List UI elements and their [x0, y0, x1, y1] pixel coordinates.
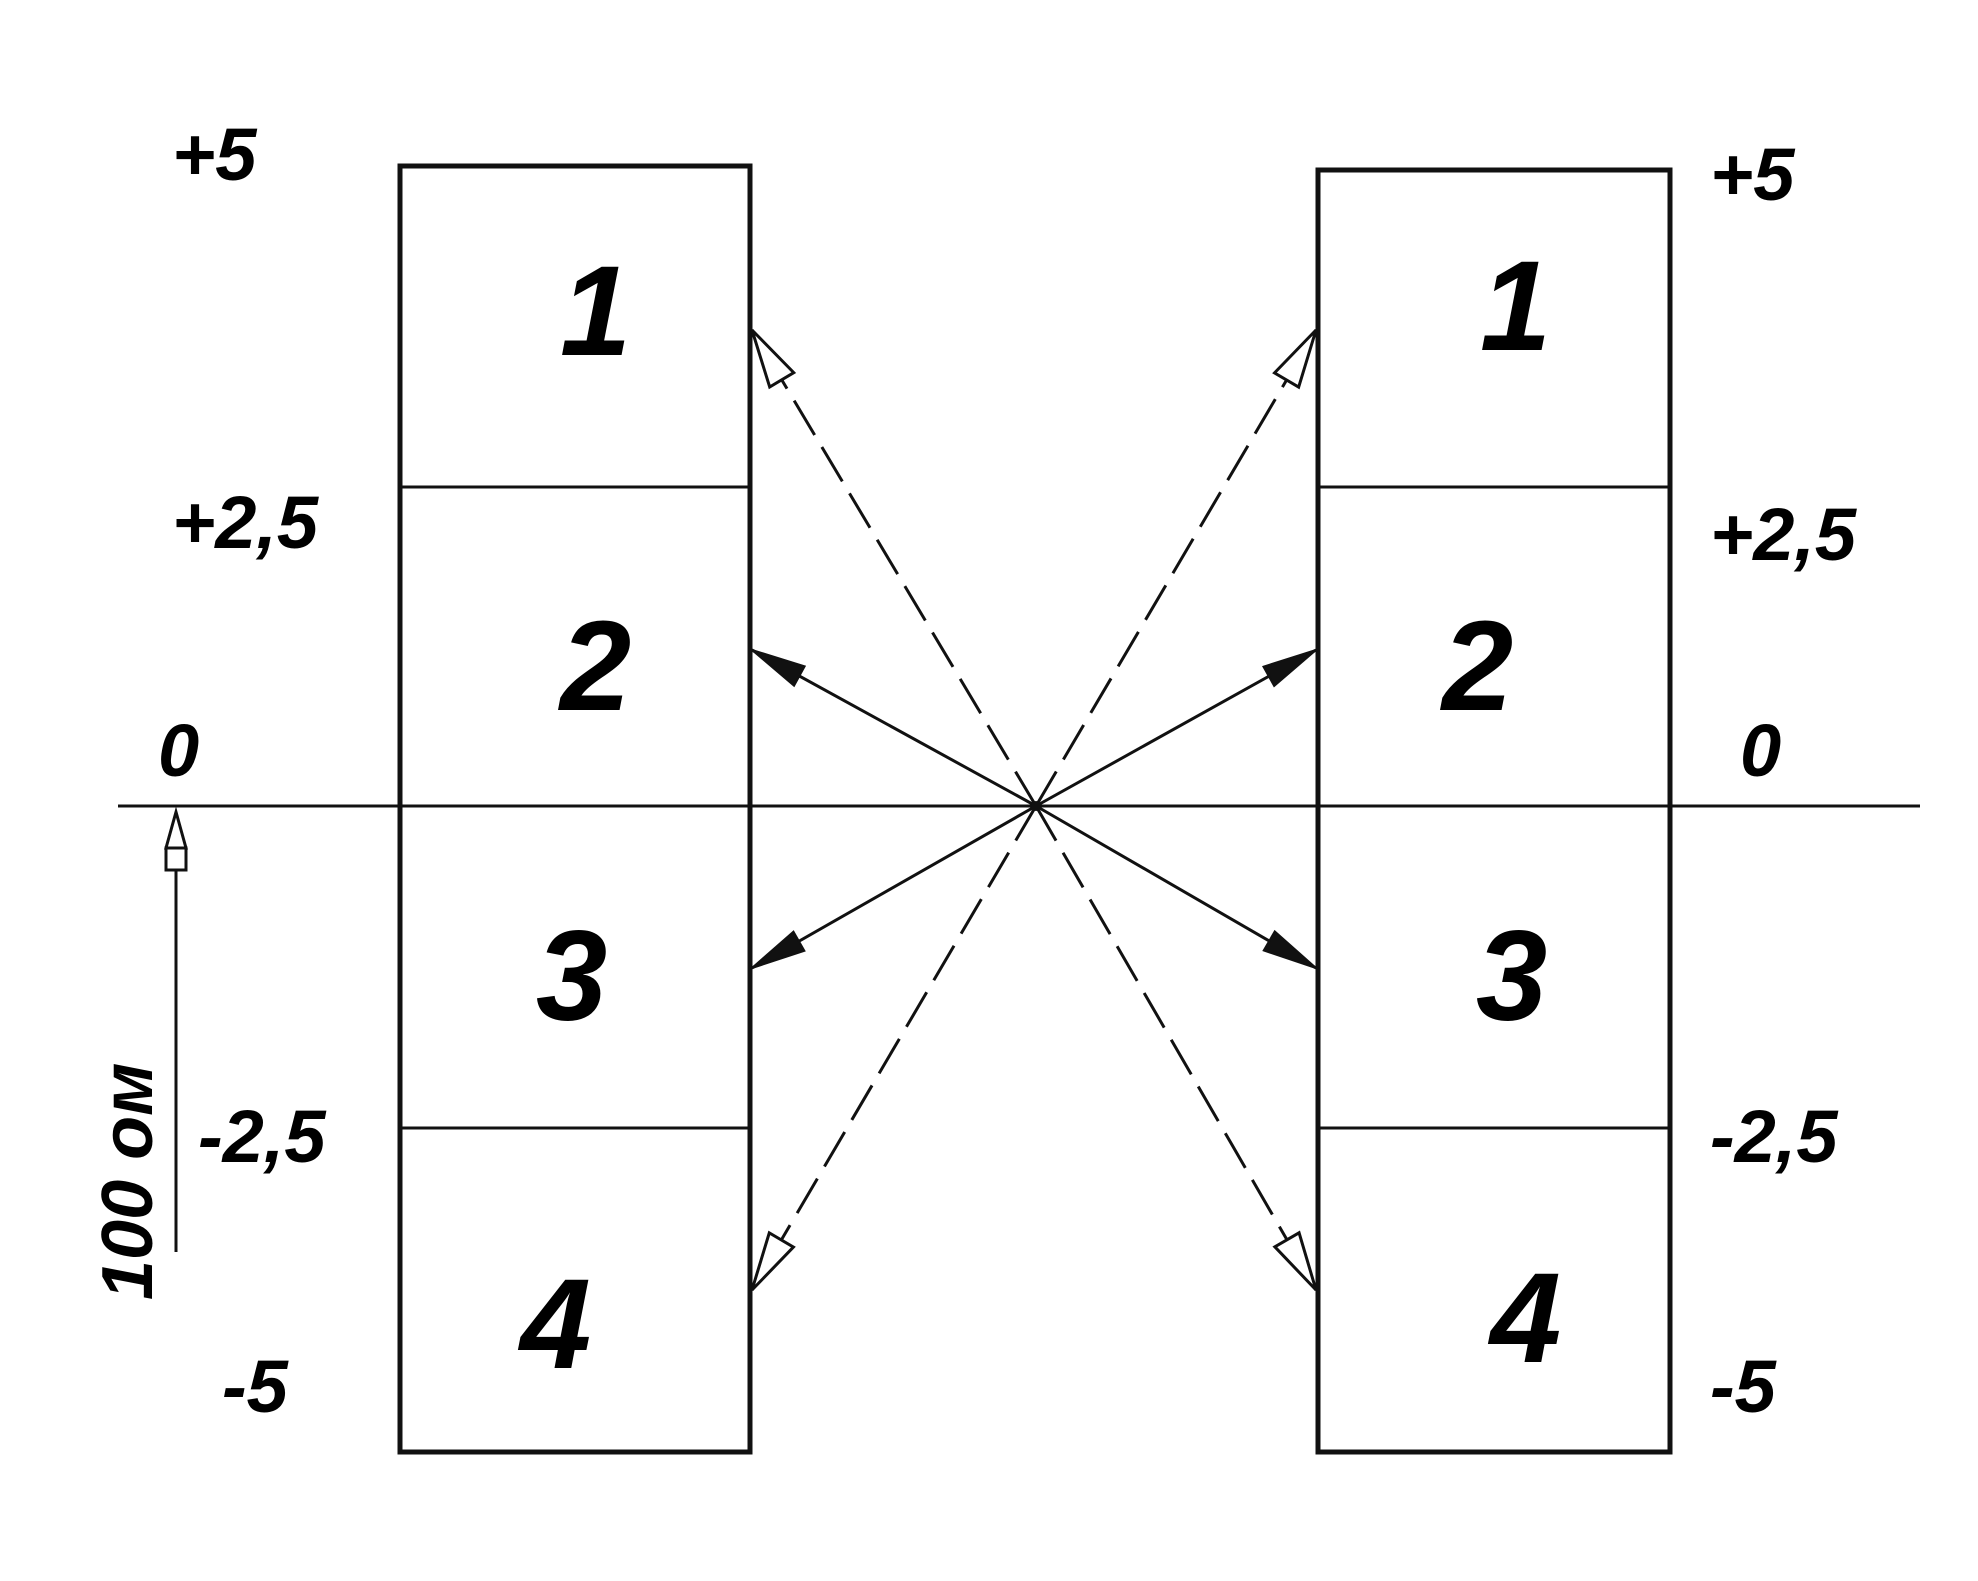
right-column: 1 2 3 4 — [1315, 167, 1673, 1455]
ray-right-cell-2-arrowhead-icon — [1262, 649, 1317, 688]
right-scale-zero: 0 — [1740, 709, 1781, 792]
right-cell-3-number: 3 — [1476, 905, 1547, 1048]
ray-right-cell-1-arrowhead-icon — [1272, 328, 1318, 390]
right-scale-minus5: -5 — [1710, 1345, 1778, 1428]
ray-right-cell-3-arrowhead-icon — [1262, 929, 1317, 969]
ray-right-cell-1 — [1034, 329, 1318, 807]
ray-left-cell-4-arrowhead-icon — [750, 1230, 796, 1292]
right-scale-minus2-5: -2,5 — [1710, 1095, 1839, 1178]
right-cell-1-number: 1 — [1480, 235, 1551, 378]
ray-left-cell-2-arrowhead-icon — [751, 649, 807, 688]
right-column-frame — [1315, 167, 1673, 1455]
ray-left-cell-4 — [750, 805, 1038, 1291]
ray-left-cell-1 — [750, 329, 1038, 807]
left-scale-plus5: +5 — [172, 113, 258, 196]
right-cell-4-number: 4 — [1487, 1247, 1561, 1390]
unit-indicator: 100 ом — [88, 806, 188, 1300]
left-scale-plus2-5: +2,5 — [172, 481, 320, 564]
left-scale-minus2-5: -2,5 — [198, 1095, 327, 1178]
left-cell-3-number: 3 — [536, 905, 607, 1048]
center-point — [1031, 801, 1041, 811]
ray-fan — [750, 328, 1318, 1292]
ray-left-cell-1-arrowhead-icon — [750, 328, 797, 390]
right-scale-plus5: +5 — [1710, 133, 1796, 216]
left-column: 1 2 3 4 — [397, 163, 753, 1455]
unit-label: 100 ом — [88, 1063, 168, 1300]
left-scale-zero: 0 — [158, 709, 199, 792]
ray-right-cell-4 — [1034, 805, 1318, 1291]
left-scale-minus5: -5 — [222, 1345, 290, 1428]
left-cell-4-number: 4 — [517, 1253, 591, 1396]
right-scale-plus2-5: +2,5 — [1710, 493, 1858, 576]
left-cell-2-number: 2 — [558, 595, 631, 738]
unit-arrow-icon — [164, 806, 188, 850]
unit-arrow-base — [164, 846, 188, 872]
right-cell-2-number: 2 — [1440, 595, 1513, 738]
left-column-frame — [397, 163, 753, 1455]
ray-right-cell-4-arrowhead-icon — [1272, 1230, 1318, 1292]
ray-left-cell-3-arrowhead-icon — [751, 930, 806, 969]
left-cell-1-number: 1 — [560, 240, 631, 383]
